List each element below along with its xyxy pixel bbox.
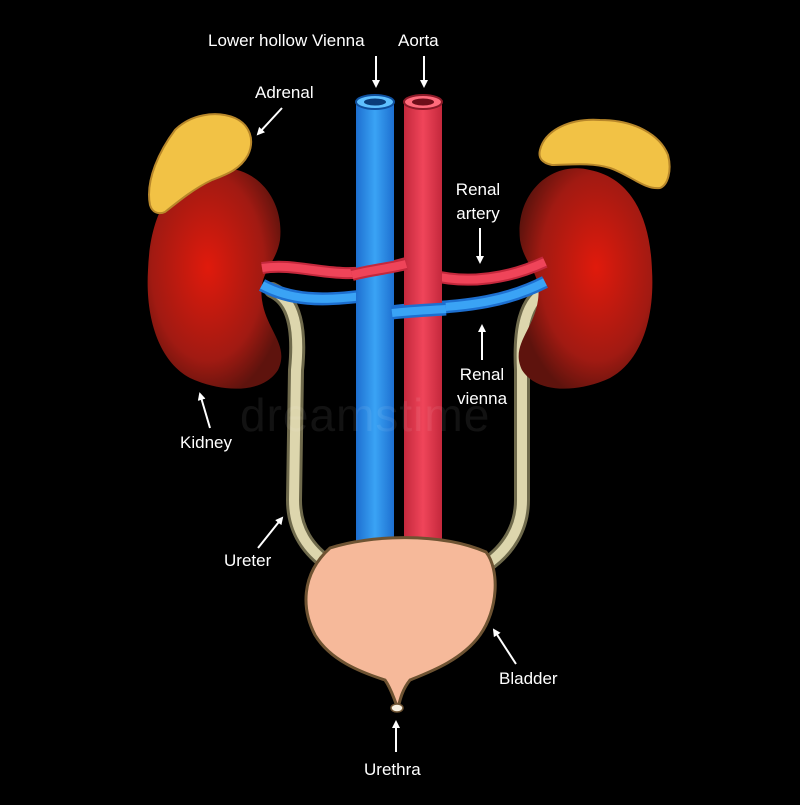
left-kidney (147, 168, 282, 389)
renal-vein-label-line2: vienna (456, 389, 508, 408)
kidney-label: Kidney (180, 433, 232, 452)
aorta-label: Aorta (398, 31, 439, 50)
renal-artery-label-line1: Renal (455, 180, 501, 199)
bladder-label: Bladder (499, 669, 558, 688)
inferior-vena-cava (356, 102, 394, 542)
vena-cava-label: Lower hollow Vienna (208, 31, 365, 50)
bladder (304, 536, 497, 713)
bladder-arrow (492, 628, 517, 665)
urethra-opening (390, 703, 404, 713)
adrenal-label: Adrenal (255, 83, 314, 102)
urethra-label: Urethra (364, 760, 421, 779)
right-adrenal-gland (538, 118, 671, 190)
left-adrenal-gland (148, 113, 253, 215)
kidney-arrow (197, 392, 211, 429)
ureter-label: Ureter (224, 551, 272, 570)
aorta (404, 102, 442, 542)
ureter-arrow (257, 516, 284, 549)
watermark: dreamstime (240, 389, 491, 441)
adrenal-arrow (256, 107, 283, 136)
right-kidney (518, 168, 653, 389)
renal-artery-label-line2: artery (456, 204, 500, 223)
renal-vein-label-line1: Renal (459, 365, 505, 384)
